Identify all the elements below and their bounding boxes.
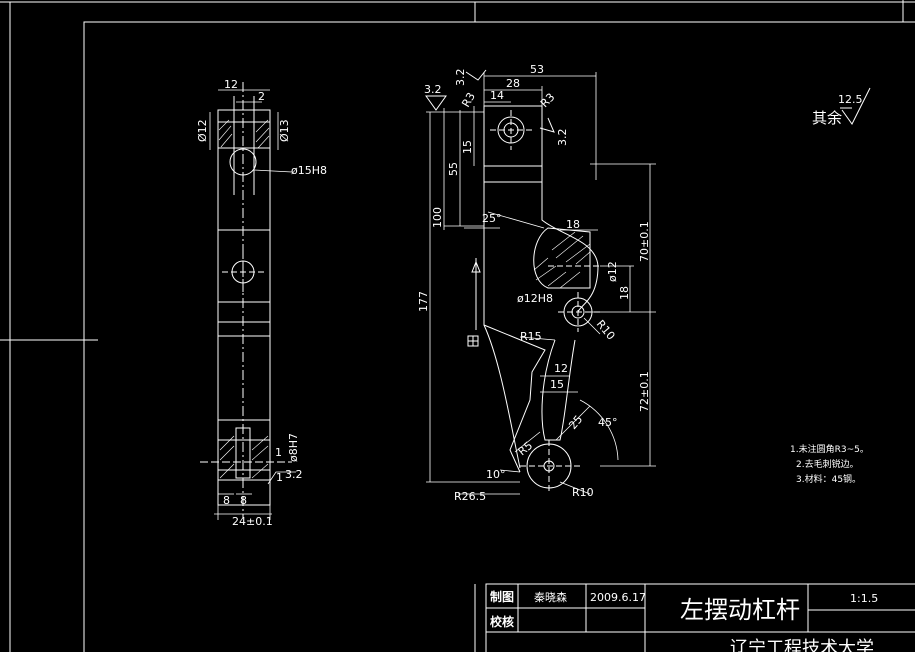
note-2: 2.去毛刺锐边。 xyxy=(796,458,859,470)
left-view-hatching xyxy=(218,119,270,479)
left-dim-8b: 8 xyxy=(240,494,247,507)
front-dim-72: 72±0.1 xyxy=(638,371,651,412)
front-dim-28: 28 xyxy=(506,77,520,90)
left-dim-dia12: Ø12 xyxy=(196,119,209,142)
front-dim-r3-right: R3 xyxy=(538,91,558,111)
front-dim-25deg: 25° xyxy=(482,212,502,225)
left-roughness-bottom: 3.2 xyxy=(285,468,303,481)
front-dim-r5: R5 xyxy=(516,439,536,458)
title-part-name: 左摆动杠杆 xyxy=(680,596,800,624)
front-dim-18-right: 18 xyxy=(618,286,631,300)
note-1: 1.未注圆角R3~5。 xyxy=(790,443,869,455)
left-dim-total: 24±0.1 xyxy=(232,515,273,528)
front-dim-100: 100 xyxy=(431,207,444,228)
front-view-dimension-lines xyxy=(426,72,656,495)
front-roughness-symbols xyxy=(425,69,555,133)
title-drawn-label: 制图 xyxy=(490,589,514,604)
front-dim-45deg: 45° xyxy=(598,416,618,429)
front-roughness-3.2-top: 3.2 xyxy=(454,69,467,87)
title-scale: 1:1.5 xyxy=(850,592,878,605)
left-dim-8a: 8 xyxy=(223,494,230,507)
title-drawer-name: 秦晓森 xyxy=(534,590,567,604)
left-view-dimension-lines xyxy=(209,89,296,520)
front-dim-10deg: 10° xyxy=(486,468,506,481)
front-view-hatching xyxy=(533,231,591,289)
front-dim-55: 55 xyxy=(447,162,460,176)
front-dim-25-arm: 25 xyxy=(566,413,585,432)
front-dim-12: 12 xyxy=(554,362,568,375)
left-dim-s2: 1 xyxy=(276,471,283,484)
front-dim-15-lower: 15 xyxy=(550,378,564,391)
left-dim-s1: 1 xyxy=(275,446,282,459)
front-dim-r15: R15 xyxy=(520,330,542,343)
title-block-frame xyxy=(474,583,915,652)
front-view-outline xyxy=(467,105,600,492)
front-dim-18-top: 18 xyxy=(566,218,580,231)
front-dim-r3-left: R3 xyxy=(459,90,478,109)
left-dim-bottom-bore: ø8H7 xyxy=(287,433,300,462)
front-roughness-3.2-right: 3.2 xyxy=(556,129,569,147)
front-roughness-3.2-left: 3.2 xyxy=(424,83,442,96)
front-dim-12h8: ø12H8 xyxy=(517,292,553,305)
left-dim-dia13: Ø13 xyxy=(278,119,291,142)
general-roughness-prefix: 其余 xyxy=(812,109,842,127)
left-dim-bore: ø15H8 xyxy=(291,164,327,177)
technical-notes: 1.未注圆角R3~5。 2.去毛刺锐边。 3.材料：45钢。 xyxy=(790,443,869,485)
left-dim-12: 12 xyxy=(224,78,238,91)
left-view xyxy=(200,82,292,518)
front-dim-r10-bottom: R10 xyxy=(572,486,594,499)
front-dim-53: 53 xyxy=(530,63,544,76)
general-roughness-value: 12.5 xyxy=(838,93,863,106)
title-date: 2009.6.17 xyxy=(590,591,646,604)
title-checked-label: 校核 xyxy=(490,614,514,629)
front-dim-70: 70±0.1 xyxy=(638,221,651,262)
front-dim-177: 177 xyxy=(417,291,430,312)
general-roughness-symbol xyxy=(840,87,871,125)
front-dim-15: 15 xyxy=(461,140,474,154)
front-dim-r10-mid: R10 xyxy=(594,318,618,343)
front-dim-14: 14 xyxy=(490,89,504,102)
front-dim-dia12: ø12 xyxy=(606,261,619,282)
left-dim-2: 2 xyxy=(258,90,265,103)
title-school: 辽宁工程技术大学 xyxy=(730,638,874,652)
note-3: 3.材料：45钢。 xyxy=(796,473,861,485)
front-dim-r26.5: R26.5 xyxy=(454,490,486,503)
